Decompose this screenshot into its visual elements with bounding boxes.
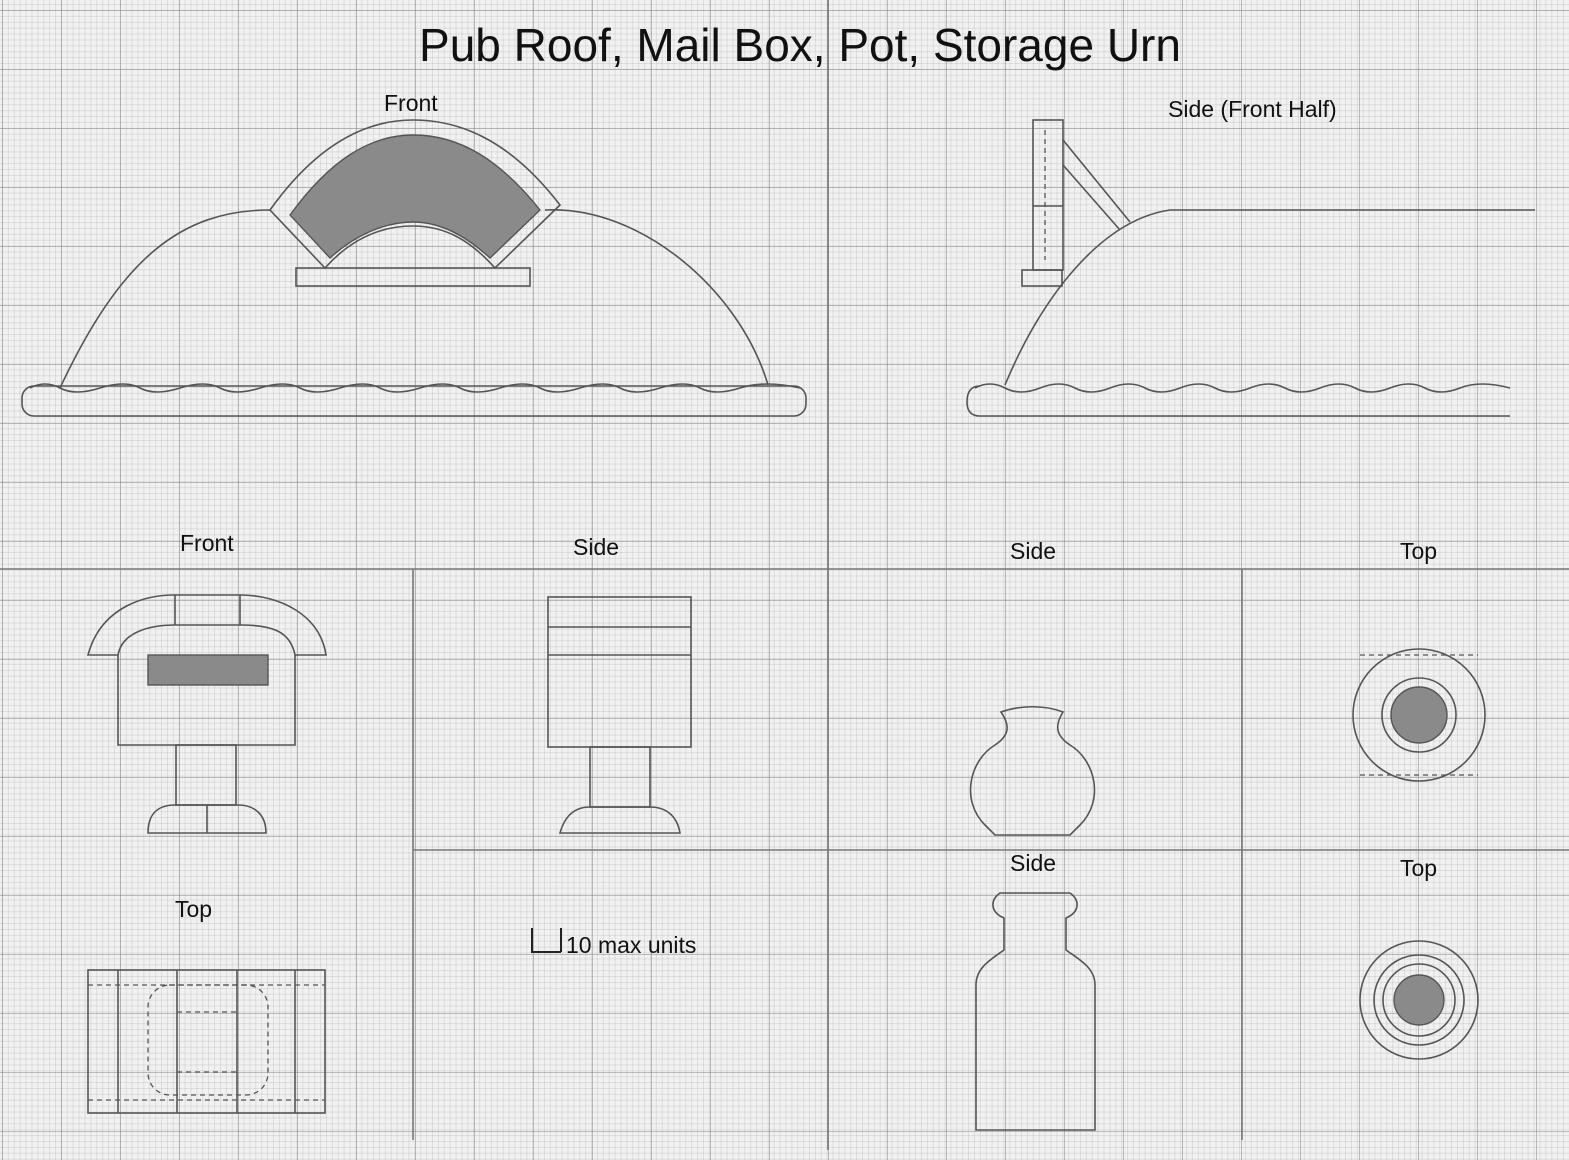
- mail-box-top-label: Top: [175, 896, 213, 922]
- pub-roof-front-drawing: [21, 119, 807, 417]
- mail-box-side-label: Side: [573, 534, 620, 560]
- scale-label: 10 max units: [566, 932, 697, 958]
- urn-side-label: Side: [1010, 850, 1057, 876]
- pub-roof-front-label: Front: [384, 90, 438, 116]
- pot-side-drawing: [969, 706, 1096, 836]
- mail-box-top-drawing: [87, 969, 326, 1114]
- mail-box-front-label: Front: [180, 530, 234, 556]
- mail-box-side-drawing: [547, 596, 692, 834]
- pot-top-drawing: [1352, 648, 1486, 782]
- urn-side-drawing: [975, 892, 1096, 1131]
- urn-top-drawing: [1359, 940, 1479, 1060]
- pot-side-label: Side: [1010, 538, 1057, 564]
- mail-box-front-drawing: [86, 594, 327, 834]
- pub-roof-side-drawing: [966, 119, 1535, 417]
- pub-roof-side-label: Side (Front Half): [1168, 96, 1337, 122]
- drawing-title: Pub Roof, Mail Box, Pot, Storage Urn: [419, 19, 1181, 71]
- pot-top-label: Top: [1400, 538, 1438, 564]
- urn-top-label: Top: [1400, 855, 1438, 881]
- scale-marker: [531, 928, 562, 953]
